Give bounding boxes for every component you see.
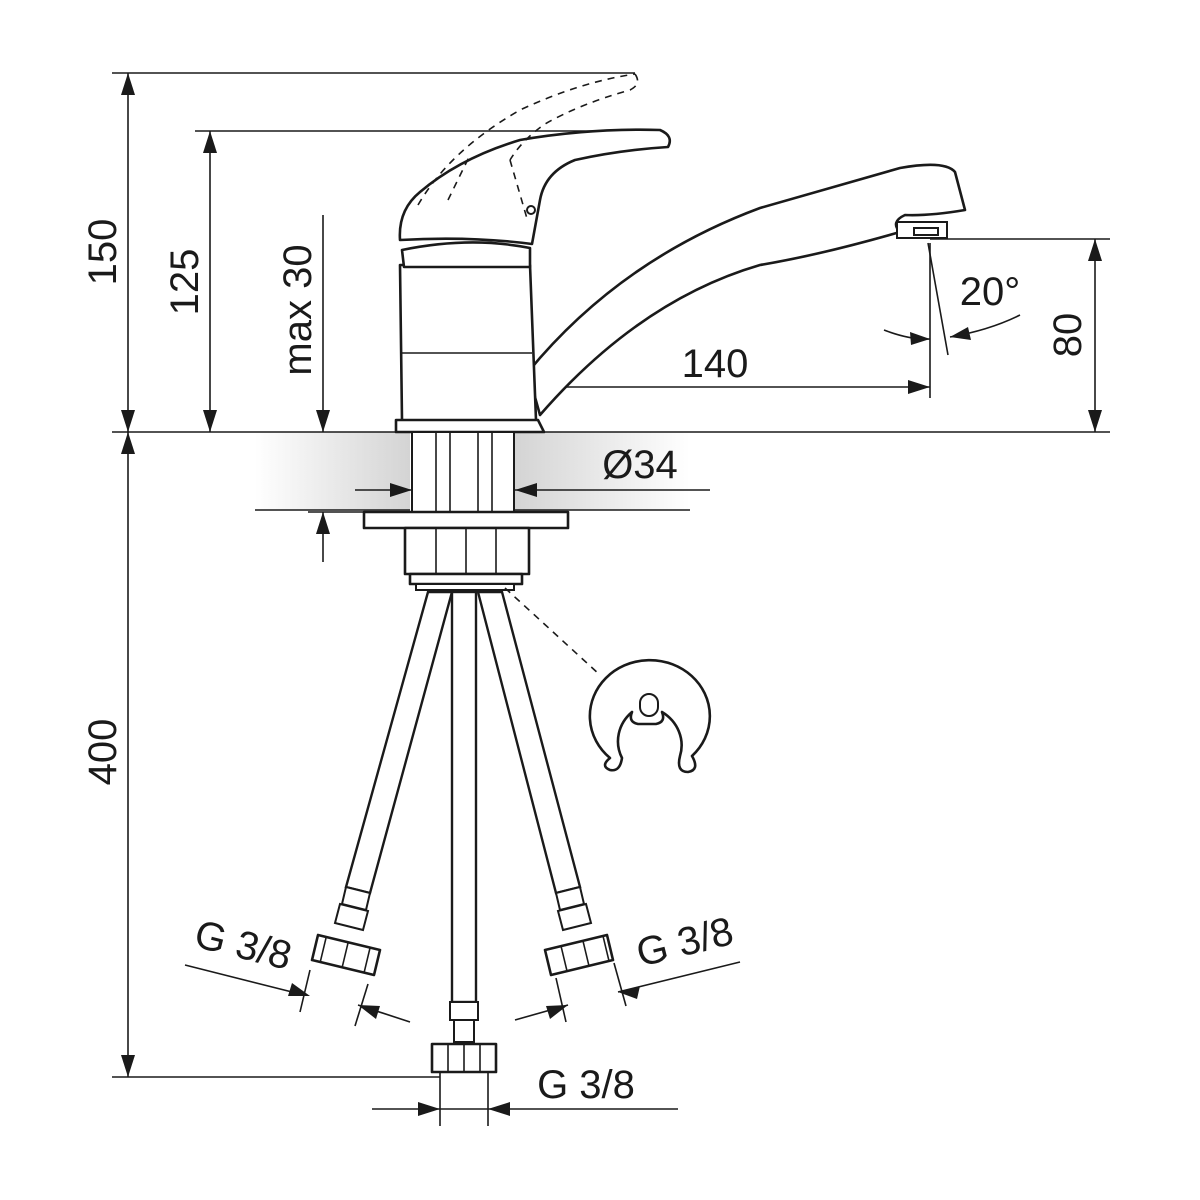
hose-center [430,590,498,1074]
dimension-thread-right [514,961,741,1023]
reference-lines [112,72,1110,1078]
clip-leader [504,587,601,676]
retaining-clip [588,658,712,774]
spout-angle-label: 20° [960,270,1021,314]
hose-thread-left-label: G 3/8 [190,912,296,978]
spout-height-label: 80 [1046,313,1090,358]
hose-left [310,590,454,977]
hose-thread-right-label: G 3/8 [632,909,738,975]
hose-thread-center-label: G 3/8 [537,1063,635,1107]
max-thickness-label: max 30 [276,244,320,375]
faucet-spout [526,163,967,417]
countertop-section [255,432,690,511]
hose-length-label: 400 [81,719,125,786]
dimension-150 [121,73,135,432]
dimension-max-30 [308,215,370,562]
dimension-thread-left [184,964,411,1027]
dimension-125 [203,131,217,432]
mounting-nut [362,510,570,591]
faucet-lever [398,128,672,246]
shank-assembly [411,431,515,513]
dimension-400 [121,432,135,1077]
dimension-angle [883,242,1021,356]
height-total-label: 150 [81,219,125,286]
faucet-lever-open-position [417,73,639,223]
dimension-thread-center [372,1072,678,1126]
height-lever-label: 125 [163,249,207,316]
faucet-body [394,241,546,434]
hose-right [476,590,615,977]
spout-reach-label: 140 [682,342,749,386]
base-diameter-label: Ø34 [602,443,678,487]
dimension-80 [1088,239,1102,432]
